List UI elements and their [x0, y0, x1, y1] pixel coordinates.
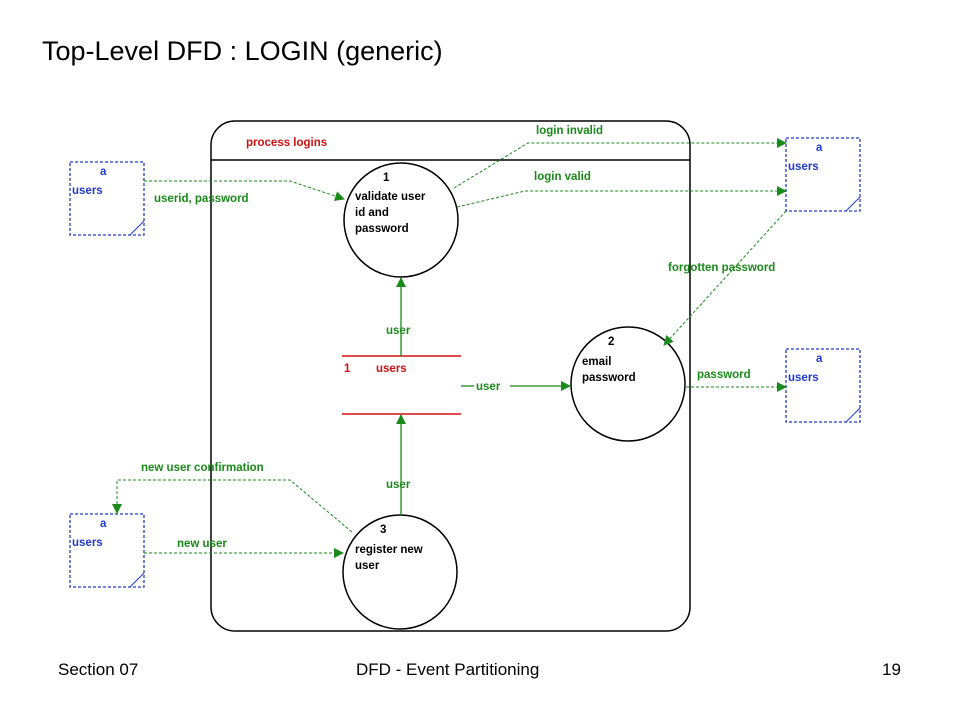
flow-label: password	[697, 369, 751, 381]
entity-label-users: users	[788, 161, 819, 173]
slide-title: Top-Level DFD : LOGIN (generic)	[42, 36, 443, 66]
footer-page-number: 19	[882, 660, 901, 679]
entity-label-a: a	[816, 142, 823, 154]
process-validate-user[interactable]: 1 validate user id and password	[343, 162, 459, 278]
external-entity-users-left-top[interactable]: a users	[69, 161, 145, 236]
flow-user-to-email: user	[461, 381, 571, 393]
process-email-password[interactable]: 2 email password	[570, 326, 686, 442]
flow-label: login invalid	[536, 125, 603, 137]
process-label-line: user	[355, 560, 380, 572]
process-label-line: password	[582, 372, 636, 384]
flow-label: user	[386, 479, 411, 491]
flow-user-from-register: user	[386, 414, 411, 515]
data-store-id: 1	[344, 363, 351, 375]
flow-forgotten-password: forgotten password	[663, 210, 787, 346]
process-label-line: id and	[355, 207, 389, 219]
process-number: 3	[380, 524, 386, 536]
flow-label: user	[476, 381, 501, 393]
footer-topic: DFD - Event Partitioning	[356, 660, 540, 679]
entity-label-users: users	[788, 372, 819, 384]
entity-label-a: a	[100, 518, 107, 530]
flow-label: user	[386, 325, 411, 337]
flow-userid-password: userid, password	[144, 180, 345, 205]
flow-password: password	[686, 369, 787, 392]
flow-label: forgotten password	[668, 262, 775, 274]
flow-new-user: new user	[144, 538, 344, 558]
context-title: process logins	[246, 137, 327, 149]
external-entity-users-right-middle[interactable]: a users	[785, 348, 861, 423]
external-entity-users-right-top[interactable]: a users	[785, 137, 861, 212]
process-label-line: validate user	[355, 191, 426, 203]
process-number: 2	[608, 336, 614, 348]
flow-login-invalid: login invalid	[453, 125, 787, 189]
data-store-users[interactable]: 1 users	[342, 355, 461, 415]
process-number: 1	[383, 172, 390, 184]
footer-section: Section 07	[58, 660, 139, 679]
process-label-line: email	[582, 356, 611, 368]
process-label-line: password	[355, 223, 409, 235]
flow-label: new user	[177, 538, 227, 550]
data-store-name: users	[376, 363, 407, 375]
process-label-line: register new	[355, 544, 423, 556]
entity-label-a: a	[100, 166, 107, 178]
flow-label: new user confirmation	[141, 462, 264, 474]
flow-user-to-validate: user	[386, 277, 411, 356]
flow-new-user-confirmation: new user confirmation	[112, 462, 353, 533]
external-entity-users-left-bottom[interactable]: a users	[69, 513, 145, 588]
flow-login-valid: login valid	[456, 171, 787, 208]
process-register-new-user[interactable]: 3 register new user	[342, 514, 458, 630]
entity-label-a: a	[816, 353, 823, 365]
flow-label: login valid	[534, 171, 591, 183]
entity-label-users: users	[72, 537, 103, 549]
flow-label: userid, password	[154, 193, 249, 205]
entity-label-users: users	[72, 185, 103, 197]
context-process-box: process logins	[210, 120, 691, 632]
